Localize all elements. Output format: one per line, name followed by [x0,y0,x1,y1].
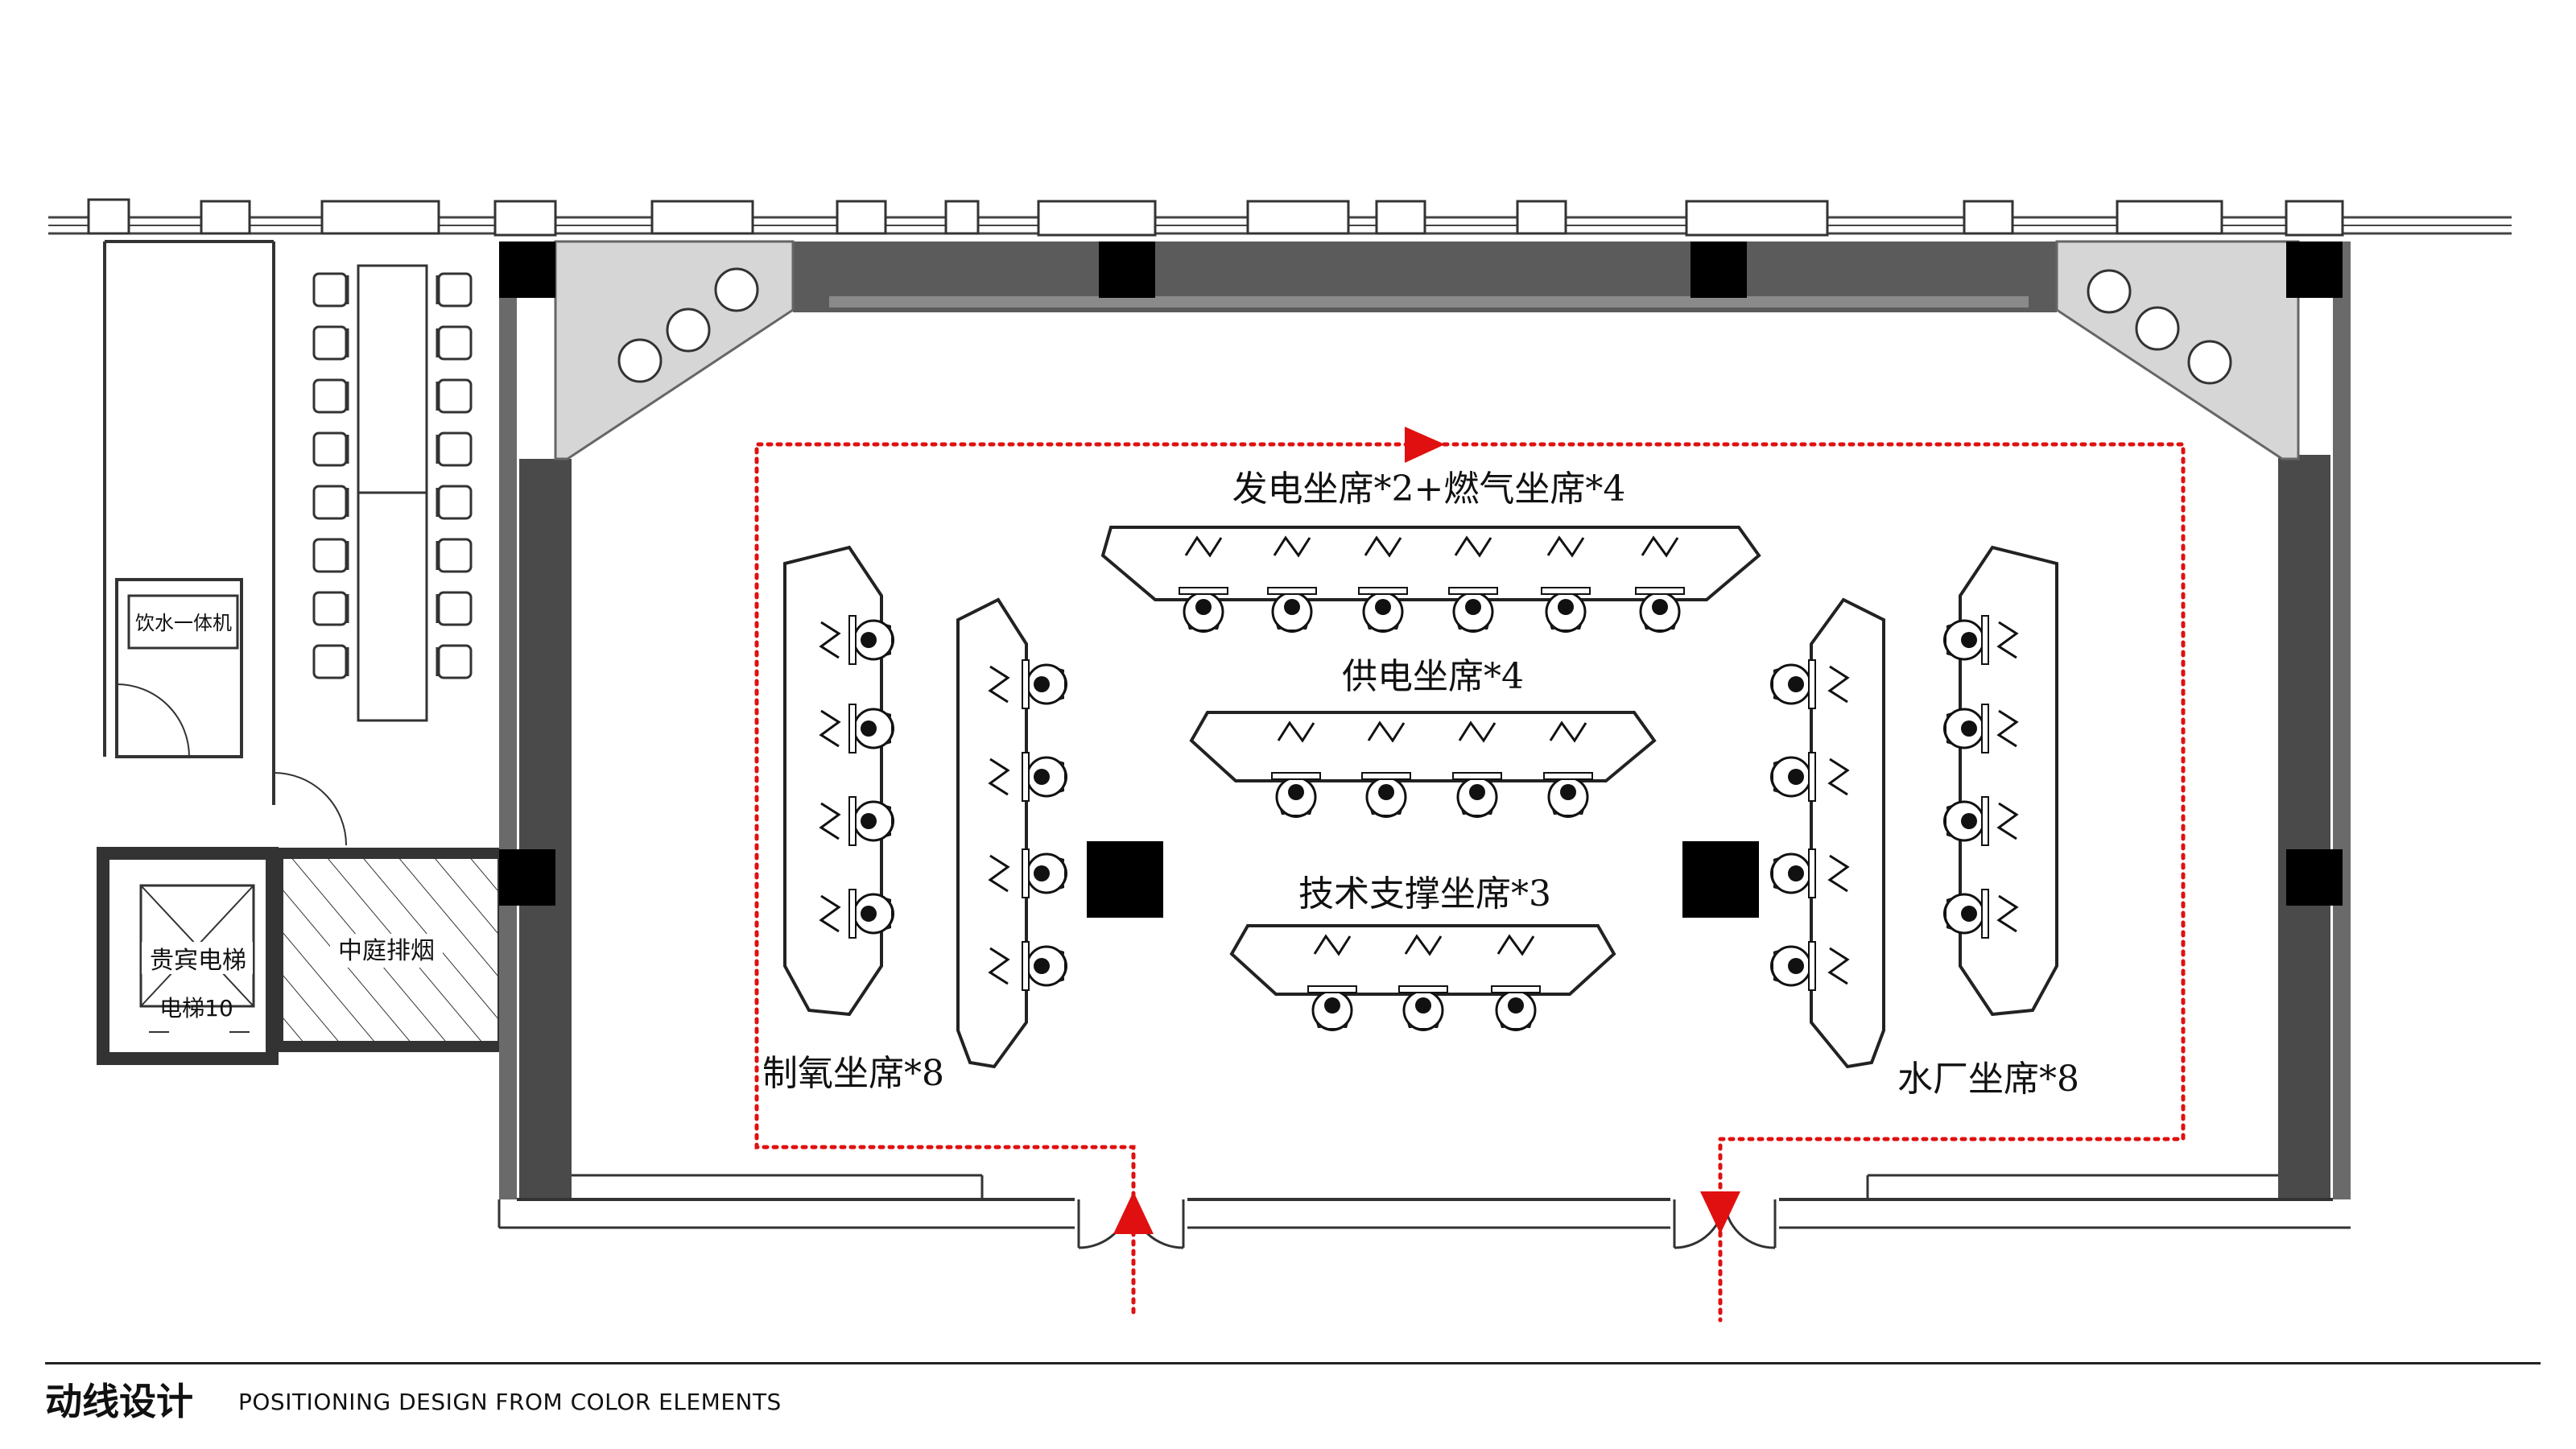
arrow-down-icon [1700,1191,1740,1234]
atrium-smoke-label: 中庭排烟 [338,937,435,965]
zone-label-tech-support: 技术支撑坐席*3 [1298,873,1551,914]
atrium-smoke-shaft [272,848,509,1052]
seat-chair [1021,751,1069,803]
zone-label-generation-gas: 发电坐席*2+燃气坐席*4 [1232,469,1626,510]
seat-chair [1451,771,1503,819]
seat-chair [1769,940,1817,992]
seat-chair [1942,888,1990,939]
conference-chair [312,378,349,414]
footer-subtitle: POSITIONING DESIGN FROM COLOR ELEMENTS [238,1389,782,1415]
desk-oxygen-outer [783,545,883,1017]
zone-label-oxygen: 制氧坐席*8 [762,1053,944,1094]
conference-chair [436,485,473,520]
seat-chair [848,703,896,754]
seat-chair [848,614,896,666]
conference-chair [312,272,349,308]
seat-chair [1769,848,1817,899]
conference-chair [312,591,349,626]
footer-divider [45,1362,2541,1364]
arrow-up-icon [1113,1191,1154,1234]
conference-chair [436,325,473,361]
seat-chair [1021,658,1069,710]
conference-chair [436,378,473,414]
conference-chair [312,431,349,467]
conference-chair [312,485,349,520]
desk-power-supply [1189,711,1657,782]
water-machine-label: 饮水一体机 [135,612,232,634]
conference-table [357,264,428,722]
seat-chair [1542,771,1594,819]
arrow-right-icon [1405,427,1445,463]
seat-chair [1540,586,1591,634]
seat-chair [1021,848,1069,899]
desk-oxygen-inner [956,597,1028,1069]
conference-chair [312,538,349,573]
conference-chair [436,431,473,467]
seat-chair [1178,586,1229,634]
conference-chair [312,325,349,361]
window-strip [48,198,2512,237]
seat-chair [1490,985,1542,1033]
desk-tech-support [1229,924,1616,996]
seat-chair [1634,586,1686,634]
conference-chair [436,644,473,679]
seat-chair [1021,940,1069,992]
conference-chairs [312,272,473,679]
seat-chair [1266,586,1318,634]
desk-generation-gas [1100,526,1761,601]
seat-chair [1769,751,1817,803]
seat-chair [1360,771,1412,819]
direction-arrows [1113,427,1740,1234]
conference-chair [436,272,473,308]
seat-chair [1942,614,1990,666]
footer-title: 动线设计 [45,1380,193,1423]
seat-chair [1307,985,1358,1033]
seat-chair [1270,771,1322,819]
desk-water-outer [1959,545,2058,1017]
conference-chair [312,644,349,679]
conference-chair [436,591,473,626]
circulation-path [754,442,2186,1323]
seat-chair [1942,703,1990,754]
zone-label-water-plant: 水厂坐席*8 [1897,1059,2079,1100]
seat-chair [1397,985,1449,1033]
elevator-number-label: 电梯10 [159,995,233,1022]
seat-chair [1357,586,1409,634]
seat-chair [848,888,896,939]
conference-chair [436,538,473,573]
seat-chair [1769,658,1817,710]
seat-chair [848,795,896,847]
desk-water-inner [1810,597,1885,1069]
seat-chair [1942,795,1990,847]
zone-label-power-supply: 供电坐席*4 [1342,656,1524,697]
vip-elevator-label: 贵宾电梯 [150,947,246,975]
seat-chair [1447,586,1499,634]
